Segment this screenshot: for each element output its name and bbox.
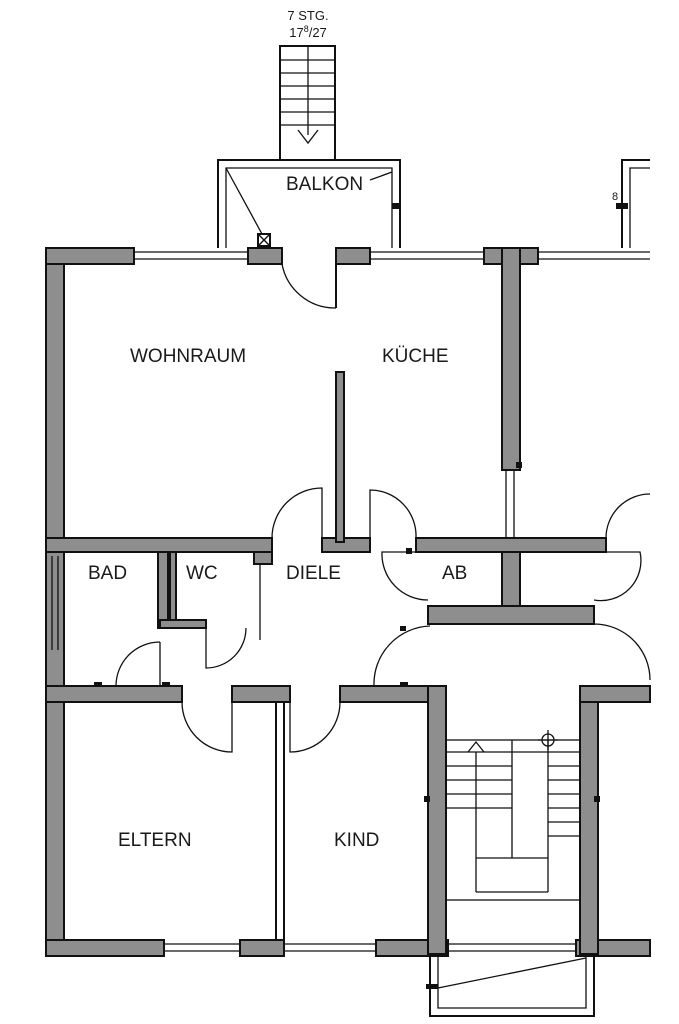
- room-label-balkon: BALKON: [286, 174, 363, 195]
- room-label-diele: DIELE: [286, 563, 341, 584]
- room-label-kind: KIND: [334, 830, 379, 851]
- left-window: [51, 556, 59, 650]
- room-label-wohnraum: WOHNRAUM: [130, 346, 246, 367]
- room-label-bad: BAD: [88, 563, 127, 584]
- stair-note-line2: 178/27: [289, 24, 327, 40]
- marker-number: 8: [612, 191, 618, 203]
- room-label-wc: WC: [186, 563, 218, 584]
- balcony: [217, 159, 401, 248]
- room-label-eltern: ELTERN: [118, 830, 192, 851]
- stair-note-line1: 7 STG.: [287, 8, 328, 23]
- neighbor-structure: [616, 159, 650, 248]
- doors: [94, 263, 651, 802]
- balcony-stair: [279, 45, 336, 161]
- entrance-canopy: [426, 956, 595, 1017]
- interior-walls: [45, 247, 651, 955]
- exterior-walls: [45, 247, 651, 957]
- main-staircase: [445, 730, 581, 901]
- room-label-ab: AB: [442, 563, 467, 584]
- room-label-kueche: KÜCHE: [382, 346, 449, 367]
- labels: 7 STG. 178/27 BALKON WOHNRAUM KÜCHE BAD …: [88, 8, 618, 851]
